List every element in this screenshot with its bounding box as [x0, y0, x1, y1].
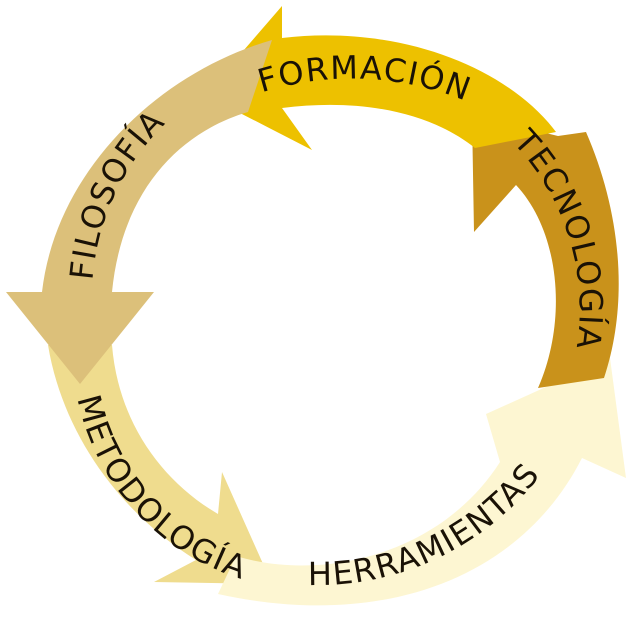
arrow-herramientas [218, 358, 626, 606]
arrow-metodologia [48, 345, 272, 584]
arrow-segments [6, 6, 626, 606]
arrow-formacion [205, 6, 556, 150]
arrow-filosofia [6, 40, 272, 384]
arrow-tecnologia [472, 115, 619, 388]
